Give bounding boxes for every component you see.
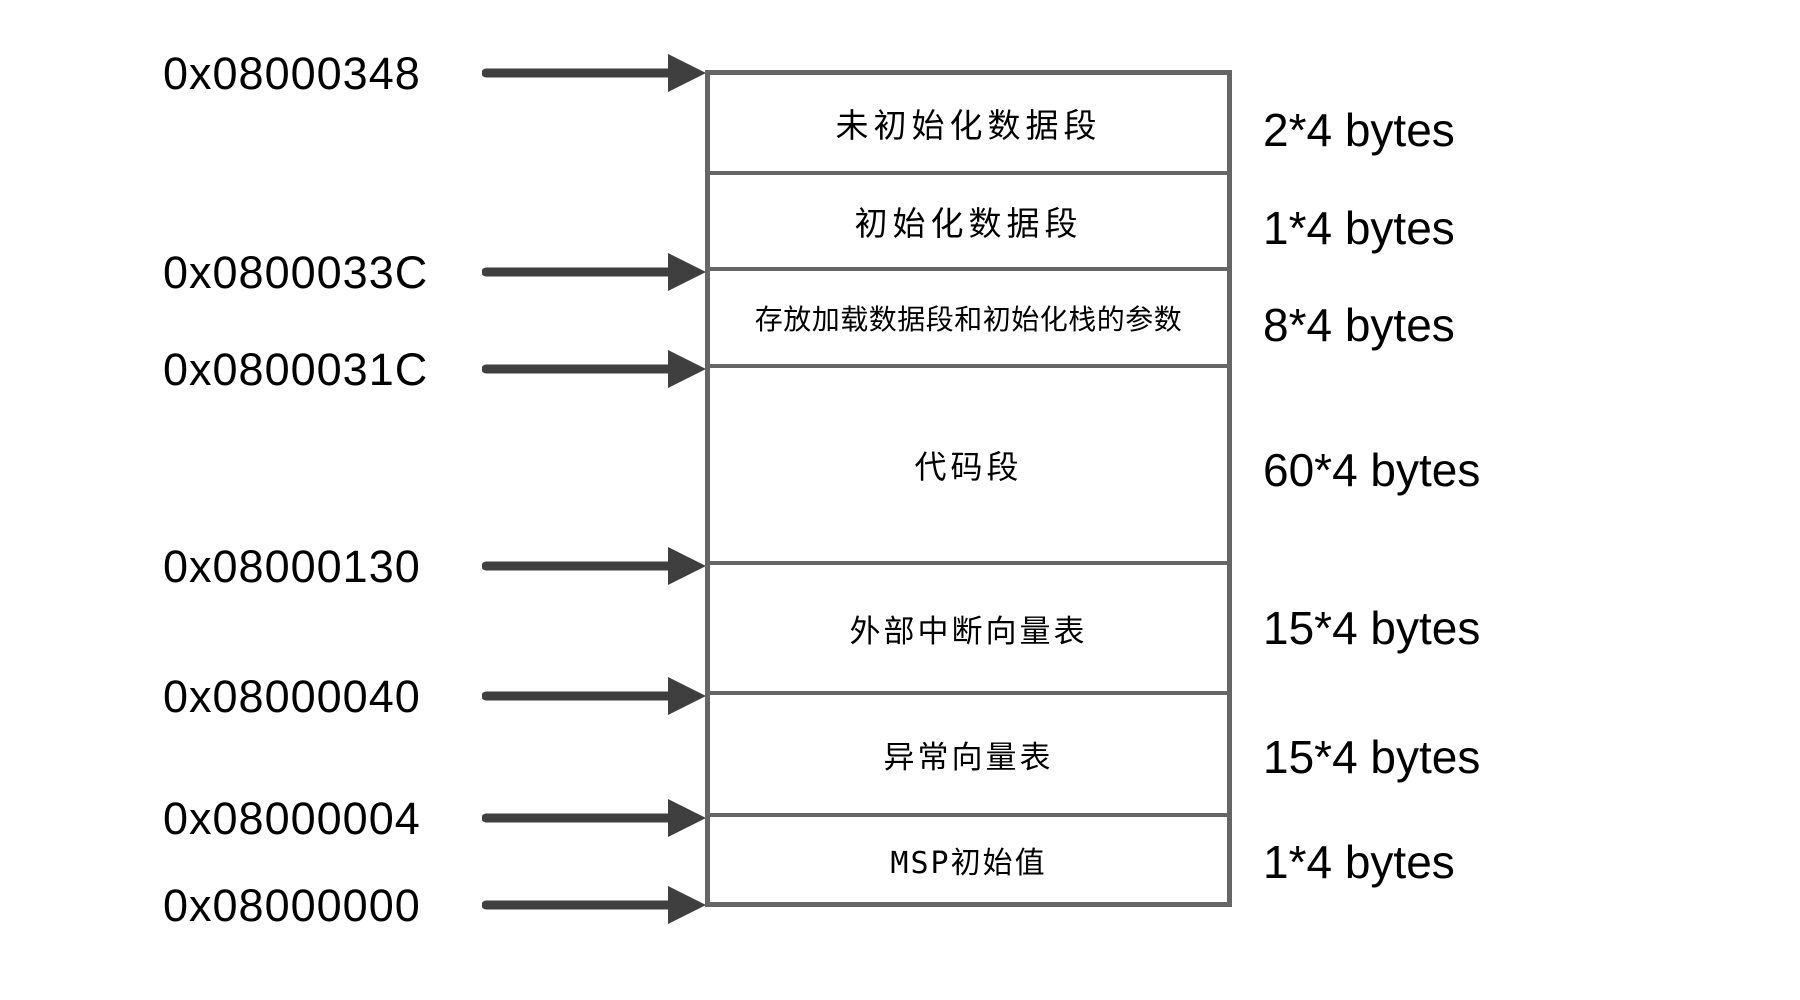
- size-label: 15*4 bytes: [1263, 731, 1481, 783]
- right-arrow-icon: [482, 886, 706, 924]
- address-row: 0x0800033C: [163, 246, 708, 298]
- address-row: 0x08000004: [163, 792, 708, 844]
- memory-box: 未初始化数据段 初始化数据段 存放加载数据段和初始化栈的参数 代码段 外部中断向…: [705, 70, 1232, 907]
- right-arrow-icon: [482, 799, 706, 837]
- segment-label: 代码段: [914, 448, 1023, 485]
- address-row: 0x0800031C: [163, 343, 708, 395]
- segment-row-code: 代码段: [710, 368, 1227, 565]
- address-row: 0x08000000: [163, 879, 708, 931]
- segment-row-data: 初始化数据段: [710, 175, 1227, 271]
- right-arrow-icon: [482, 547, 706, 585]
- address-row: 0x08000130: [163, 540, 708, 592]
- segment-label: 初始化数据段: [854, 205, 1083, 242]
- right-arrow-icon: [482, 350, 706, 388]
- size-label: 15*4 bytes: [1263, 602, 1481, 654]
- segment-row-exception-vector-table: 异常向量表: [710, 695, 1227, 817]
- address-row: 0x08000040: [163, 670, 708, 722]
- size-label: 60*4 bytes: [1263, 444, 1481, 496]
- address-label: 0x0800033C: [163, 246, 429, 298]
- segment-label: MSP初始值: [890, 845, 1047, 881]
- address-label: 0x08000130: [163, 540, 421, 592]
- segment-row-msp-initial-value: MSP初始值: [710, 817, 1227, 902]
- address-label: 0x08000000: [163, 879, 421, 931]
- segment-label: 异常向量表: [883, 739, 1054, 775]
- size-label: 2*4 bytes: [1263, 104, 1455, 156]
- size-label: 1*4 bytes: [1263, 202, 1455, 254]
- segment-row-external-interrupt-vector-table: 外部中断向量表: [710, 565, 1227, 695]
- segment-label: 存放加载数据段和初始化栈的参数: [754, 303, 1183, 335]
- address-row: 0x08000348: [163, 47, 708, 99]
- segment-row-bss: 未初始化数据段: [710, 75, 1227, 175]
- address-label: 0x08000040: [163, 670, 421, 722]
- size-label: 1*4 bytes: [1263, 836, 1455, 888]
- segment-label: 外部中断向量表: [849, 613, 1088, 649]
- size-label: 8*4 bytes: [1263, 299, 1455, 351]
- right-arrow-icon: [482, 54, 706, 92]
- address-label: 0x08000348: [163, 47, 421, 99]
- right-arrow-icon: [482, 253, 706, 291]
- segment-label: 未初始化数据段: [835, 107, 1102, 144]
- address-label: 0x0800031C: [163, 343, 429, 395]
- right-arrow-icon: [482, 677, 706, 715]
- address-label: 0x08000004: [163, 792, 421, 844]
- segment-row-load-params: 存放加载数据段和初始化栈的参数: [710, 271, 1227, 368]
